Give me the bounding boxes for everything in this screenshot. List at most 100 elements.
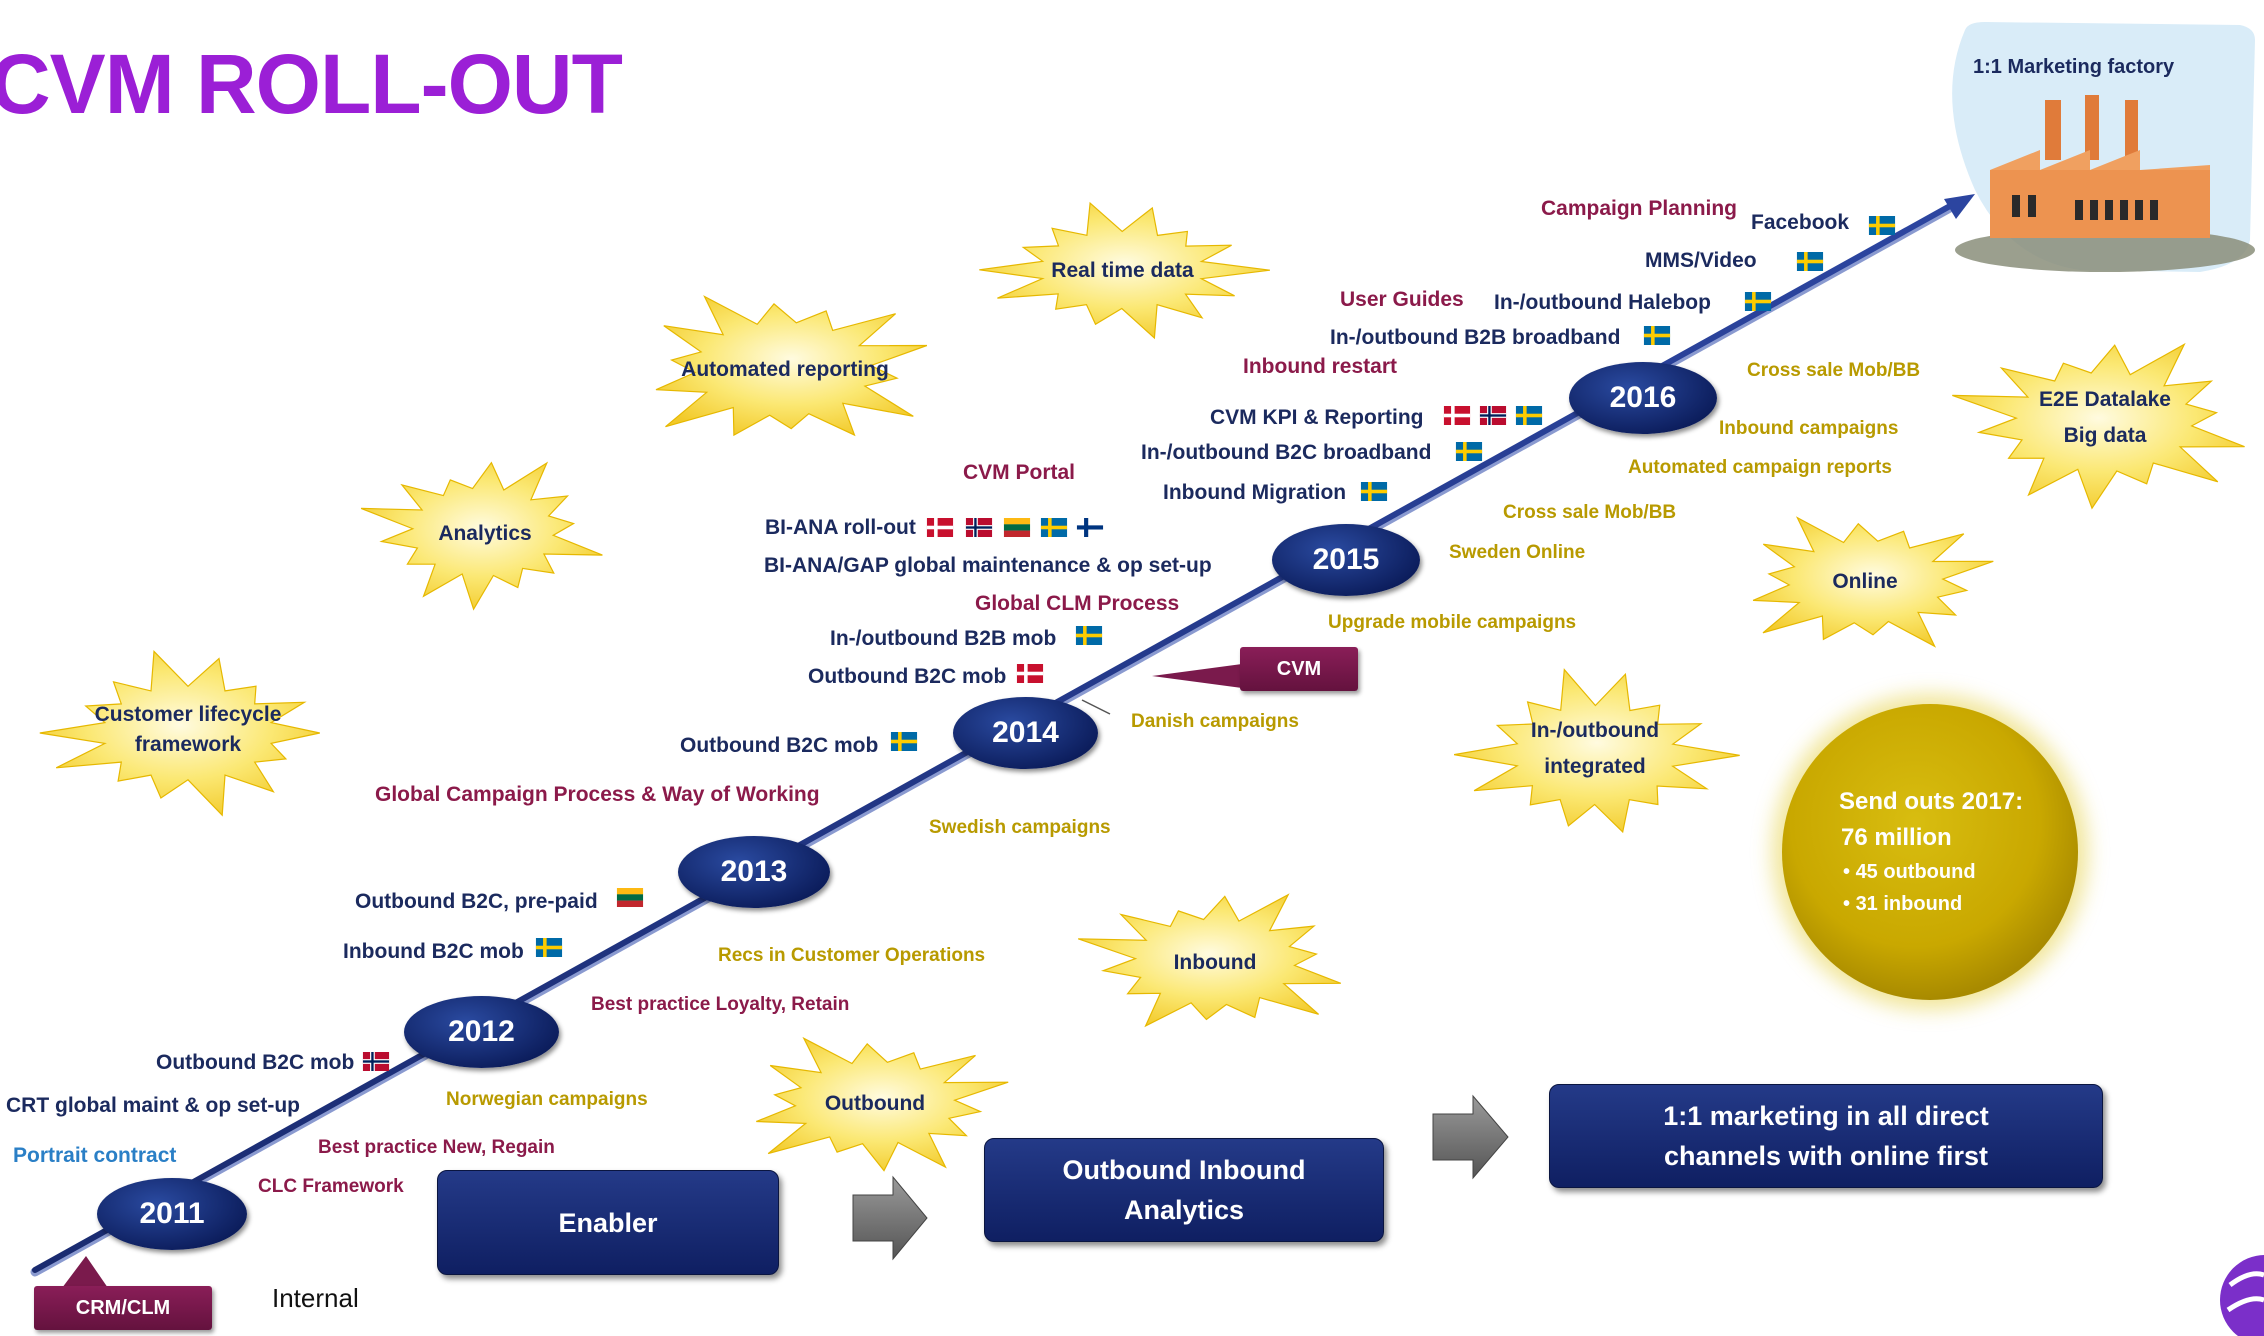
item-best-practice-loyalty: Best practice Loyalty, Retain — [591, 994, 850, 1015]
brand-logo — [2220, 1255, 2264, 1336]
star-inout-line1: In-/outbound — [1530, 719, 1660, 742]
star-inout-integrated: In-/outbound integrated — [1500, 716, 1690, 782]
send-outs-item-outbound: • 45 outbound — [1843, 861, 1976, 883]
outbound-inbound-line1: Outbound Inbound — [1062, 1155, 1306, 1185]
sweden-flag-icon — [1040, 518, 1068, 537]
star-outbound: Outbound — [824, 1092, 926, 1115]
item-cross-sale-2016: Cross sale Mob/BB — [1747, 360, 1921, 381]
tag-crm-clm: CRM/CLM — [34, 1286, 212, 1330]
star-e2e-line1: E2E Datalake — [2039, 388, 2171, 411]
item-global-clm-process: Global CLM Process — [975, 592, 1180, 615]
send-outs-item-inbound: • 31 inbound — [1843, 893, 1963, 915]
star-inbound: Inbound — [1173, 951, 1257, 974]
sweden-flag-icon — [1075, 626, 1103, 645]
star-inout-line2: integrated — [1544, 755, 1646, 778]
star-customer-lifecycle-line2: framework — [134, 733, 242, 756]
item-inout-b2c-broadband: In-/outbound B2C broadband — [1141, 441, 1432, 464]
one-to-one-line2: channels with online first — [1663, 1141, 1989, 1171]
star-analytics: Analytics — [438, 522, 532, 545]
denmark-flag-icon — [1016, 664, 1044, 683]
star-e2e-datalake: E2E Datalake Big data — [2000, 385, 2210, 451]
item-inbound-restart: Inbound restart — [1243, 355, 1398, 378]
send-outs-outbound-value: 45 outbound — [1855, 861, 1976, 883]
item-bi-ana-rollout: BI-ANA roll-out — [765, 516, 916, 539]
sweden-flag-icon — [1455, 442, 1483, 461]
item-cvm-portal: CVM Portal — [963, 461, 1076, 484]
item-recs-customer-ops: Recs in Customer Operations — [718, 945, 986, 966]
year-2011: 2011 — [97, 1178, 247, 1250]
item-inout-b2b-broadband: In-/outbound B2B broadband — [1330, 326, 1621, 349]
item-inout-b2b-mob: In-/outbound B2B mob — [830, 627, 1057, 650]
automated-reporting-star — [655, 295, 928, 437]
item-inout-halebop: In-/outbound Halebop — [1494, 291, 1711, 314]
page-title: CVM ROLL-OUT — [0, 37, 623, 131]
year-2016: 2016 — [1569, 362, 1717, 434]
item-outbound-b2c-mob-2011: Outbound B2C mob — [156, 1051, 355, 1074]
item-norwegian-campaigns: Norwegian campaigns — [446, 1089, 648, 1110]
sweden-flag-icon — [1643, 326, 1671, 345]
item-outbound-b2c-prepaid: Outbound B2C, pre-paid — [355, 890, 598, 913]
enabler-box: Enabler — [437, 1170, 779, 1275]
sweden-flag-icon — [1796, 252, 1824, 271]
norway-flag-icon — [362, 1052, 390, 1071]
finland-flag-icon — [1076, 518, 1104, 537]
item-inbound-b2c-mob: Inbound B2C mob — [343, 940, 524, 963]
item-outbound-b2c-mob-2013: Outbound B2C mob — [680, 734, 879, 757]
star-shapes — [39, 201, 2245, 1172]
grey-arrow-1 — [852, 1175, 928, 1261]
lithuania-flag-icon — [1003, 518, 1031, 537]
item-mms-video: MMS/Video — [1645, 249, 1757, 272]
item-bi-ana-gap: BI-ANA/GAP global maintenance & op set-u… — [764, 554, 1212, 577]
grey-arrow-2 — [1432, 1094, 1509, 1180]
send-outs-sun — [1772, 694, 2088, 1010]
item-campaign-planning: Campaign Planning — [1541, 197, 1738, 220]
item-danish-campaigns: Danish campaigns — [1131, 711, 1299, 732]
item-swedish-campaigns: Swedish campaigns — [929, 817, 1111, 838]
send-outs-total: 76 million — [1841, 824, 1952, 851]
sweden-flag-icon — [535, 938, 563, 957]
crm-tag-pointer — [62, 1256, 108, 1288]
star-e2e-line2: Big data — [2063, 424, 2147, 447]
one-to-one-line1: 1:1 marketing in all direct — [1663, 1101, 1989, 1131]
item-user-guides: User Guides — [1340, 288, 1464, 311]
outbound-star — [756, 1036, 1009, 1172]
customer-lifecycle-star — [39, 650, 320, 817]
e2e-datalake-star — [1952, 342, 2245, 510]
denmark-flag-icon — [926, 518, 954, 537]
denmark-flag-icon — [1443, 406, 1471, 425]
item-outbound-b2c-mob-2014: Outbound B2C mob — [808, 665, 1007, 688]
inout-integrated-star — [1453, 668, 1740, 834]
sweden-flag-icon — [1515, 406, 1543, 425]
inbound-star — [1078, 893, 1342, 1028]
item-global-campaign-process: Global Campaign Process & Way of Working — [375, 783, 820, 806]
star-automated-reporting: Automated reporting — [681, 358, 889, 381]
year-2013: 2013 — [678, 836, 830, 908]
item-facebook: Facebook — [1751, 211, 1850, 234]
internal-label: Internal — [272, 1283, 359, 1313]
real-time-data-star — [979, 201, 1270, 340]
star-online: Online — [1832, 570, 1898, 593]
item-cross-sale-2015: Cross sale Mob/BB — [1503, 502, 1677, 523]
item-automated-campaign-reports: Automated campaign reports — [1628, 457, 1892, 478]
item-sweden-online: Sweden Online — [1449, 542, 1586, 563]
send-outs-title: Send outs 2017: — [1839, 788, 2024, 815]
online-star — [1752, 516, 1994, 648]
item-clc-framework: CLC Framework — [258, 1176, 404, 1197]
analytics-star — [360, 461, 603, 611]
year-2015: 2015 — [1272, 524, 1420, 596]
item-inbound-migration: Inbound Migration — [1163, 481, 1347, 504]
outbound-inbound-analytics-box: Outbound Inbound Analytics — [984, 1138, 1384, 1242]
item-upgrade-mobile: Upgrade mobile campaigns — [1328, 612, 1577, 633]
item-crt-global: CRT global maint & op set-up — [6, 1094, 300, 1117]
sweden-flag-icon — [1868, 216, 1896, 235]
one-to-one-marketing-box: 1:1 marketing in all direct channels wit… — [1549, 1084, 2103, 1188]
tag-cvm: CVM — [1240, 647, 1358, 691]
year-2012: 2012 — [404, 996, 559, 1068]
item-best-practice-new: Best practice New, Regain — [318, 1137, 555, 1158]
star-customer-lifecycle-line1: Customer lifecycle — [94, 703, 282, 726]
lithuania-flag-icon — [616, 888, 644, 907]
sweden-flag-icon — [1360, 482, 1388, 501]
factory-label: 1:1 Marketing factory — [1973, 56, 2175, 78]
item-cvm-kpi: CVM KPI & Reporting — [1210, 406, 1424, 429]
